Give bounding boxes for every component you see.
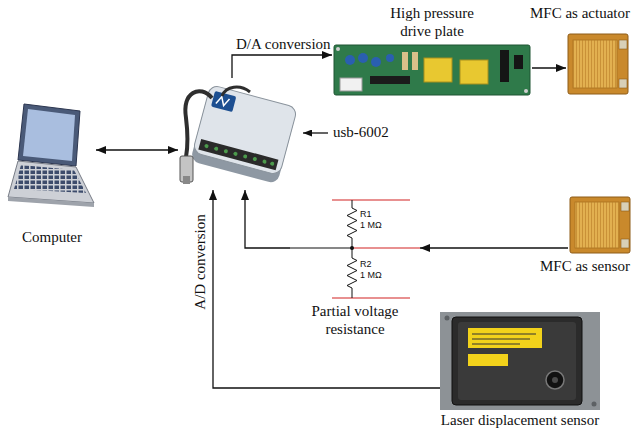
connector-arrow [213, 190, 440, 388]
resistor-name: R2 [360, 259, 372, 269]
connector-label: D/A conversion [236, 35, 331, 53]
node-label: MFC as actuator [530, 4, 630, 22]
connector-arrow [532, 67, 566, 68]
resistor-value: 1 MΩ [360, 220, 382, 230]
laptop-picture [8, 104, 94, 207]
node-label: MFC as sensor [540, 257, 630, 275]
connector-arrow [245, 190, 290, 248]
mfc-actuator: MFC as actuator [566, 30, 630, 98]
resistor-name: R1 [360, 209, 372, 219]
laser-sensor: Laser displacement sensor [440, 312, 600, 410]
drive-board-picture [334, 45, 530, 95]
node-label: usb-6002 [333, 123, 389, 141]
daq-device: usb-6002 [178, 78, 313, 190]
mfc-picture [568, 34, 628, 94]
laser-sensor-picture [440, 312, 600, 410]
leader-arrow [303, 132, 328, 133]
mfc-picture [570, 197, 630, 253]
node-label: High pressure drive plate [382, 4, 482, 40]
mfc-sensor: MFC as sensor [568, 195, 632, 255]
node-label: Partial voltage resistance [290, 302, 420, 338]
resistor-value: 1 MΩ [360, 270, 382, 280]
connector-arrow [420, 247, 568, 248]
connector-label: A/D conversion [191, 214, 209, 309]
daq-device-picture [180, 85, 298, 185]
voltage-divider: Partial voltage resistance [290, 196, 420, 346]
node-label: Laser displacement sensor [420, 411, 620, 429]
connector-arrow [96, 149, 178, 150]
resistor-symbol [290, 200, 420, 298]
computer-node: Computer [8, 100, 96, 250]
drive-board: High pressure drive plate [332, 4, 532, 96]
connector-arrow [232, 55, 332, 78]
node-label: Computer [8, 228, 96, 246]
